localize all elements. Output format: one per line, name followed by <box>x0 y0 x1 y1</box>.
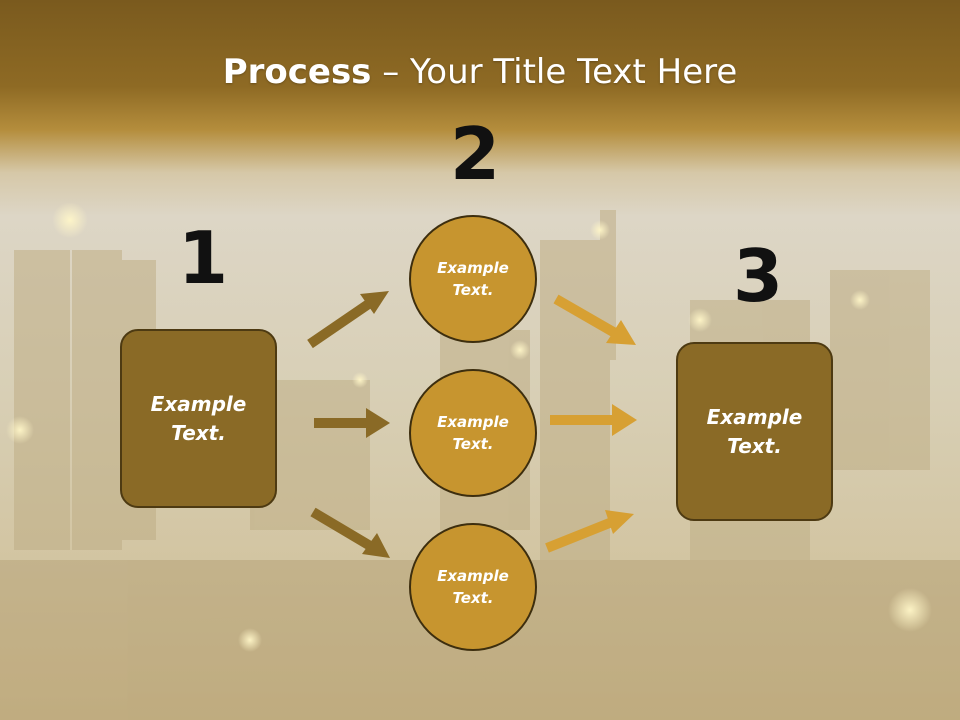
circle-top-label: Example Text. <box>437 258 509 300</box>
arrow-bottom-to-right <box>545 510 634 553</box>
slide-title: Process – Your Title Text Here <box>0 52 960 92</box>
arrow-left-to-top <box>307 291 389 349</box>
arrow-left-to-bottom <box>310 507 390 558</box>
step-2-circle-top: Example Text. <box>409 215 537 343</box>
circle-middle-label: Example Text. <box>437 412 509 454</box>
step-3-label: Example Text. <box>706 404 803 458</box>
arrow-left-to-middle <box>314 408 390 438</box>
step-3-box: Example Text. <box>676 342 833 521</box>
step-2-circle-bottom: Example Text. <box>409 523 537 651</box>
arrow-top-to-right <box>553 294 636 345</box>
step-2-circle-middle: Example Text. <box>409 369 537 497</box>
step-1-box: Example Text. <box>120 329 277 508</box>
title-bold: Process <box>222 52 372 92</box>
step-number-1: 1 <box>178 216 229 300</box>
step-number-2: 2 <box>450 112 501 196</box>
title-rest: – Your Title Text Here <box>371 52 738 92</box>
step-1-label: Example Text. <box>150 391 247 445</box>
step-number-3: 3 <box>733 234 784 318</box>
circle-bottom-label: Example Text. <box>437 566 509 608</box>
arrow-middle-to-right <box>550 404 637 436</box>
